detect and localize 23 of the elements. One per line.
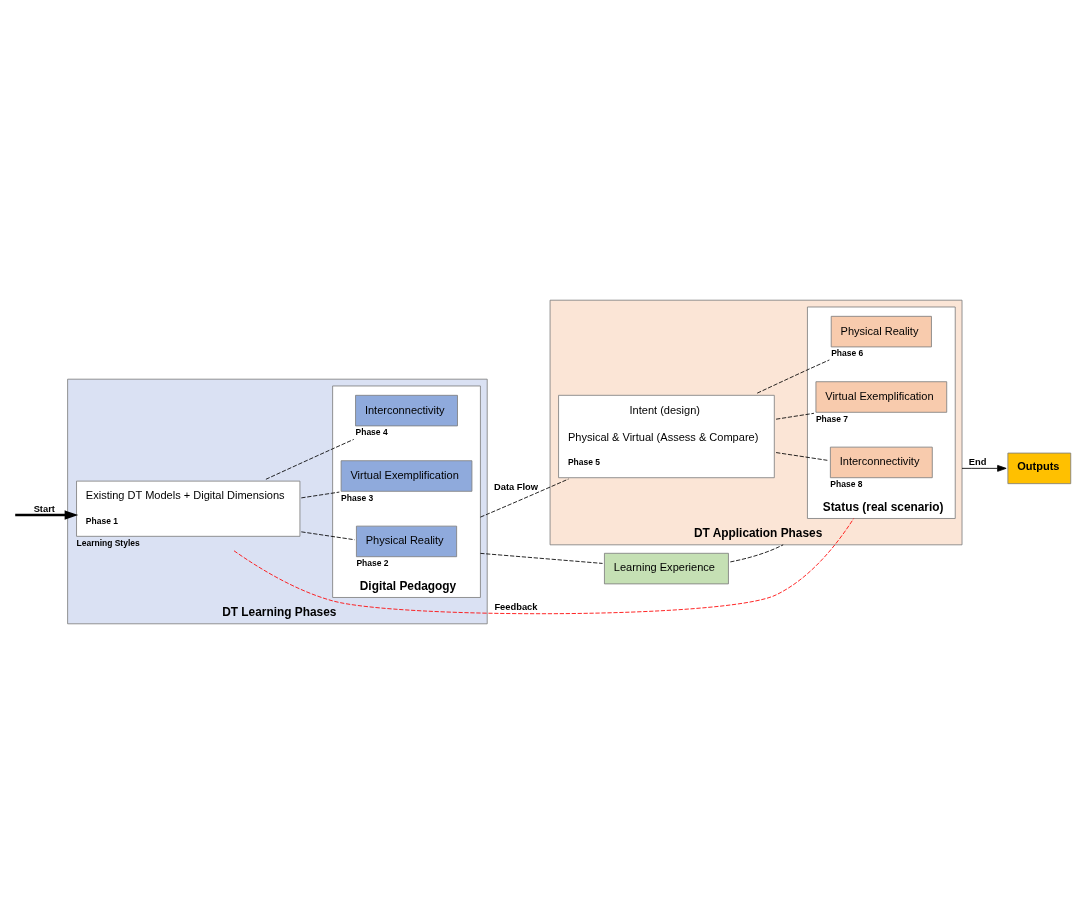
- arrow: [961, 464, 1007, 472]
- connector: [756, 359, 830, 394]
- node-label: Learning Styles: [76, 537, 140, 548]
- node-label: Phase 3: [341, 492, 374, 503]
- connector: [775, 412, 815, 420]
- connector: [480, 552, 603, 564]
- node-label: Phase 4: [355, 427, 388, 438]
- connector: [480, 478, 569, 518]
- node-label: Phase 7: [815, 413, 848, 424]
- node-label: Phase 8: [830, 479, 863, 490]
- edge-label: Data Flow: [494, 482, 539, 493]
- connector: [775, 452, 829, 461]
- edge-label: Start: [33, 503, 55, 514]
- connector: [265, 438, 355, 480]
- node-label: Phase 6: [831, 348, 864, 359]
- node-label: Phase 2: [356, 558, 389, 569]
- connector: [300, 531, 356, 541]
- arrow: [15, 510, 79, 520]
- connector: [300, 491, 340, 499]
- connector: [233, 518, 855, 615]
- edge-label: End: [968, 456, 987, 467]
- edge-label: Feedback: [494, 602, 538, 613]
- connector: [729, 544, 784, 563]
